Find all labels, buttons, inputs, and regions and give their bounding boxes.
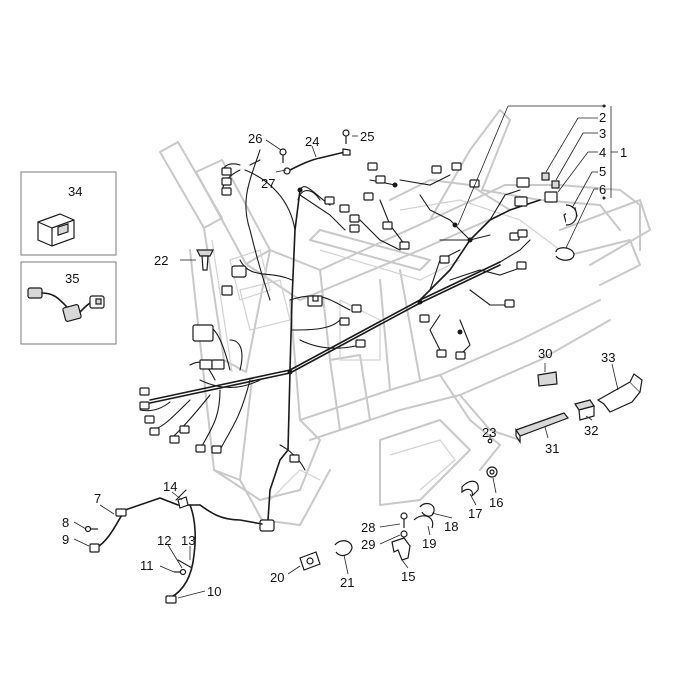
callout-33: 33 [601,350,615,365]
bracket-part-30 [537,371,558,387]
callout-16: 16 [489,495,503,510]
callout-25: 25 [360,129,374,144]
callout-17: 17 [468,506,482,521]
screw-part-25 [342,129,350,144]
callout-35: 35 [65,271,79,286]
leader-lines [73,104,619,599]
callout-4: 4 [599,145,606,160]
screw-part-28 [400,512,408,528]
fuse-parts [541,172,578,261]
callout-19: 19 [422,536,436,551]
callout-28: 28 [361,520,375,535]
callout-3: 3 [599,126,606,141]
callout-8: 8 [62,515,69,530]
callout-34: 34 [68,184,82,199]
callout-7: 7 [94,491,101,506]
callout-21: 21 [340,575,354,590]
callout-labels: 1 2 3 4 5 6 7 8 9 10 11 12 13 14 15 16 1… [62,110,627,599]
callout-14: 14 [163,479,177,494]
screw-part-26 [279,148,287,163]
bracket-part-33 [596,373,643,413]
callout-23: 23 [482,425,496,440]
clip-part-22 [196,249,214,271]
block-part-32 [574,399,595,421]
scooter-frame [159,109,651,526]
callout-31: 31 [545,441,559,456]
callout-12: 12 [157,533,171,548]
callout-29: 29 [361,537,375,552]
bracket-part-15 [391,537,411,561]
callout-6: 6 [599,182,606,197]
inset-part-35 [20,261,117,345]
washer-part-29 [400,530,408,538]
lower-harness [84,489,263,604]
callout-15: 15 [401,569,415,584]
callout-1: 1 [620,145,627,160]
callout-2: 2 [599,110,606,125]
callout-26: 26 [248,131,262,146]
harness-connectors [139,162,530,532]
harness-junctions [287,182,473,375]
callout-24: 24 [305,134,319,149]
callout-27: 27 [261,176,275,191]
callout-13: 13 [181,533,195,548]
strip-part-31 [515,412,569,444]
main-wiring-harness [139,149,541,531]
callout-5: 5 [599,164,606,179]
adapter-cable-icon [27,287,105,322]
callout-11: 11 [140,558,154,573]
inset-part-34 [20,171,117,256]
callout-20: 20 [270,570,284,585]
callout-18: 18 [444,519,458,534]
callout-10: 10 [207,584,221,599]
callout-32: 32 [584,423,598,438]
callout-9: 9 [62,532,69,547]
wire-part-24 [283,148,351,175]
callout-22: 22 [154,253,168,268]
clamp-parts [299,438,498,571]
callout-30: 30 [538,346,552,361]
connector-cover-icon [37,213,75,247]
